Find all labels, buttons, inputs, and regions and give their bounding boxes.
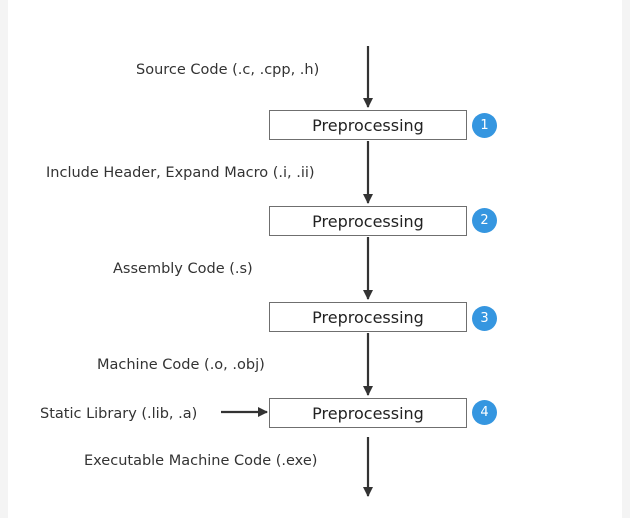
label-machine-code: Machine Code (.o, .obj) <box>97 357 265 373</box>
stage-box-4: Preprocessing <box>269 398 467 428</box>
step-badge-2: 2 <box>472 208 497 233</box>
label-executable: Executable Machine Code (.exe) <box>84 453 318 469</box>
stage-box-2: Preprocessing <box>269 206 467 236</box>
label-static-library: Static Library (.lib, .a) <box>40 406 198 422</box>
stage-box-1: Preprocessing <box>269 110 467 140</box>
step-badge-1: 1 <box>472 113 497 138</box>
label-assembly-code: Assembly Code (.s) <box>113 261 253 277</box>
right-margin-strip <box>622 0 630 518</box>
stage-box-3: Preprocessing <box>269 302 467 332</box>
label-include-header: Include Header, Expand Macro (.i, .ii) <box>46 165 315 181</box>
step-badge-3: 3 <box>472 306 497 331</box>
left-margin-strip <box>0 0 8 518</box>
label-source-code: Source Code (.c, .cpp, .h) <box>136 62 320 78</box>
step-badge-4: 4 <box>472 400 497 425</box>
